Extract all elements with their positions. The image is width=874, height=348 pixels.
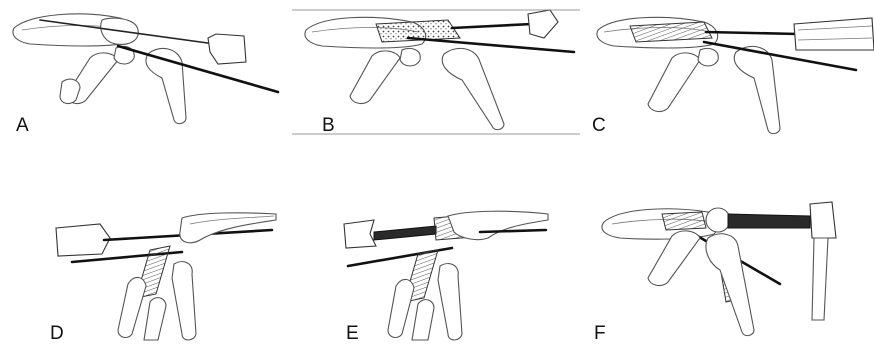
panel-label-c: C [592, 116, 606, 135]
panel-label-f: F [594, 324, 606, 343]
panel-label-a: A [16, 116, 29, 135]
panel-b: B [292, 0, 582, 174]
panel-f-drawing [584, 174, 874, 348]
panel-d: D [0, 174, 290, 348]
panel-a-drawing [0, 0, 290, 174]
panel-label-b: B [322, 116, 335, 135]
panel-label-e: E [346, 324, 359, 343]
panel-e: E [292, 174, 582, 348]
panel-label-d: D [50, 324, 64, 343]
panel-f: F [584, 174, 874, 348]
panel-a: A [0, 0, 290, 174]
panel-d-drawing [0, 174, 290, 348]
panel-c-drawing [584, 0, 874, 174]
panel-b-drawing [292, 0, 582, 174]
panel-c: C [584, 0, 874, 174]
panel-e-drawing [292, 174, 582, 348]
